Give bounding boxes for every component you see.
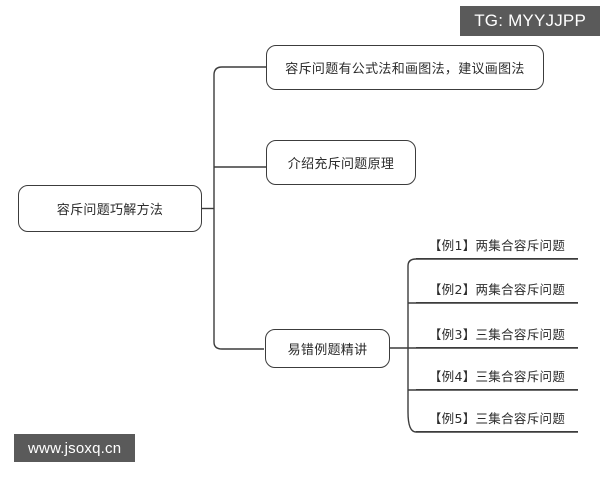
mindmap-branch-node-2[interactable]: 介绍充斥问题原理 (266, 140, 416, 185)
leaf-node-5-label: 【例5】三集合容斥问题 (428, 411, 566, 426)
site-watermark-badge: www.jsoxq.cn (14, 434, 136, 462)
leaf-node-1-label: 【例1】两集合容斥问题 (428, 238, 566, 253)
mindmap-branch-node-1[interactable]: 容斥问题有公式法和画图法，建议画图法 (266, 45, 544, 90)
branch-node-2-label: 介绍充斥问题原理 (287, 157, 395, 172)
mindmap-leaf-node-4[interactable]: 【例4】三集合容斥问题 (416, 365, 578, 390)
connector-branch-1 (213, 66, 266, 76)
tg-watermark-badge: TG: MYYJJPP (460, 6, 600, 36)
leaf-node-4-label: 【例4】三集合容斥问题 (428, 369, 566, 384)
mindmap-leaf-node-2[interactable]: 【例2】两集合容斥问题 (416, 278, 578, 303)
branch-node-3-label: 易错例题精讲 (287, 343, 368, 358)
connector-leaf-5 (407, 411, 578, 433)
connector-branch-3 (213, 341, 264, 350)
branch-node-1-label: 容斥问题有公式法和画图法，建议画图法 (285, 62, 525, 77)
leaf-node-3-label: 【例3】三集合容斥问题 (428, 327, 566, 342)
leaf-node-2-label: 【例2】两集合容斥问题 (428, 282, 566, 297)
root-node-label: 容斥问题巧解方法 (56, 203, 164, 218)
tg-watermark-text: TG: MYYJJPP (474, 11, 586, 30)
mindmap-root-node[interactable]: 容斥问题巧解方法 (18, 185, 202, 232)
site-watermark-text: www.jsoxq.cn (28, 439, 122, 457)
mindmap-leaf-node-3[interactable]: 【例3】三集合容斥问题 (416, 323, 578, 348)
mindmap-branch-node-3[interactable]: 易错例题精讲 (265, 329, 390, 368)
mindmap-leaf-node-5[interactable]: 【例5】三集合容斥问题 (416, 407, 578, 432)
mindmap-leaf-node-1[interactable]: 【例1】两集合容斥问题 (416, 234, 578, 259)
connector-leaf-1 (407, 258, 578, 267)
